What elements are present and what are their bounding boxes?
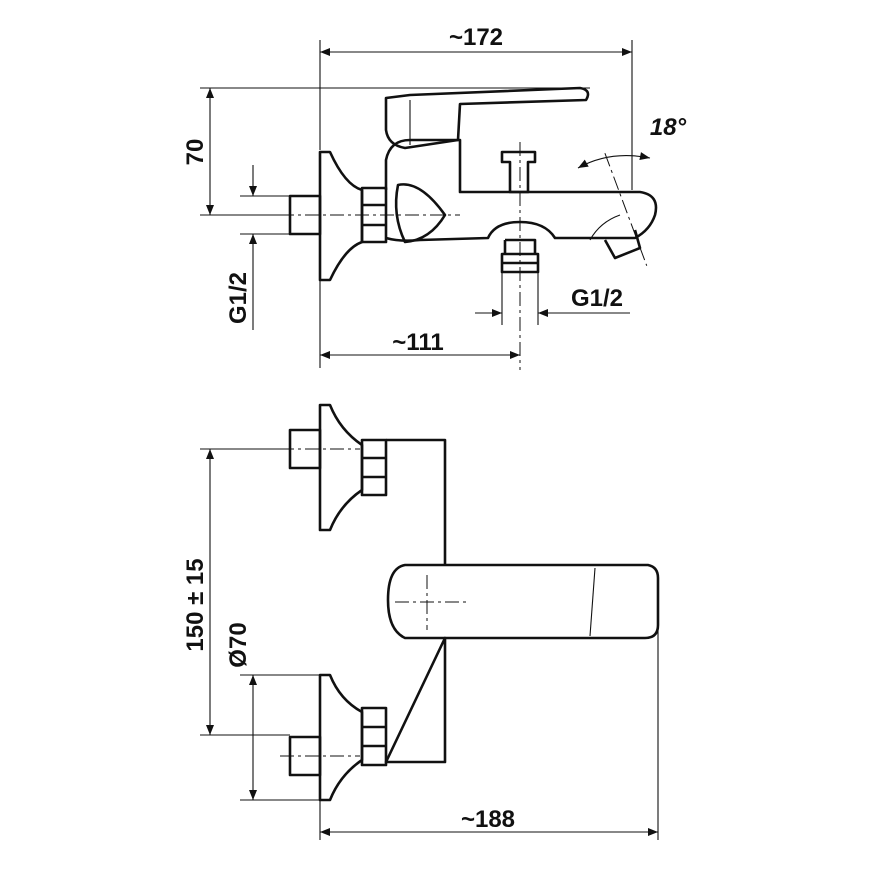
inlet-nut xyxy=(360,186,388,244)
lever-handle-front xyxy=(386,563,660,640)
spout-aerator xyxy=(603,229,642,260)
dim-width-front: ~188 xyxy=(461,806,515,833)
dim-thread-inlet: G1/2 xyxy=(225,272,252,324)
front-view: 150 ± 15 Ø70 ~188 xyxy=(182,403,660,840)
dim-inlet-spacing: 150 ± 15 xyxy=(182,558,209,651)
wall-flange xyxy=(318,150,364,282)
mixer-body-front xyxy=(384,438,447,764)
lower-wall-flange xyxy=(318,673,364,802)
dim-outlet-distance: ~111 xyxy=(392,329,443,356)
side-view: ~172 70 G1/2 G1/2 ~111 18° xyxy=(182,24,687,370)
dim-width-top: ~172 xyxy=(449,24,503,51)
lower-nut xyxy=(360,706,388,767)
mixer-body xyxy=(384,138,658,242)
body-nose xyxy=(394,183,447,244)
dim-thread-outlet: G1/2 xyxy=(571,285,623,312)
dim-flange-diameter: Ø70 xyxy=(225,622,252,667)
dim-height-lever: 70 xyxy=(182,139,209,166)
upper-nut xyxy=(360,438,388,497)
lever-handle xyxy=(384,86,590,150)
upper-wall-flange xyxy=(318,403,364,532)
diverter-knob xyxy=(500,150,537,194)
dim-spout-angle: 18° xyxy=(650,114,687,141)
